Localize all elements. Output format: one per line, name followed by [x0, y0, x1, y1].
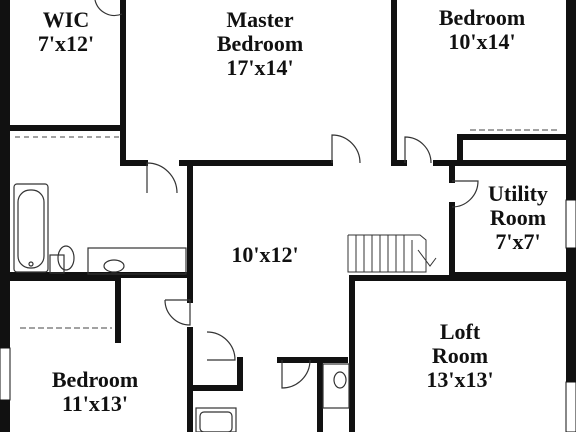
sink: [103, 259, 125, 273]
doors: [94, 0, 479, 389]
wic-name: WIC: [42, 7, 90, 32]
wic-size: 7'x12': [37, 31, 95, 56]
loft-size: 13'x13': [426, 367, 494, 392]
bedroom-sw-name: Bedroom: [51, 367, 139, 392]
room-label-utility-room: Utility Room 7'x7': [470, 182, 566, 254]
staircase: [347, 234, 437, 273]
utility-size: 7'x7': [495, 229, 541, 254]
windows: [0, 199, 576, 432]
sink-2: [333, 371, 347, 389]
room-label-hall: 10'x12': [210, 243, 320, 267]
loft-name-2: Room: [431, 343, 489, 368]
utility-name-1: Utility: [488, 181, 548, 206]
interior-walls: [7, 0, 569, 432]
room-label-bedroom-sw: Bedroom 11'x13': [30, 368, 160, 416]
master-name-2: Bedroom: [216, 31, 304, 56]
bath-fixtures: [13, 183, 350, 432]
tub-2: [195, 407, 237, 432]
hall-size: 10'x12': [231, 242, 299, 267]
room-label-bedroom-ne: Bedroom 10'x14': [412, 6, 552, 54]
vanity-2: [322, 363, 350, 409]
toilet-tank: [49, 254, 65, 274]
master-name-1: Master: [226, 7, 294, 32]
toilet-bowl: [57, 245, 75, 271]
closet-rods: [15, 129, 560, 329]
loft-name-1: Loft: [439, 319, 481, 344]
bedroom-sw-size: 11'x13': [61, 391, 128, 416]
utility-name-2: Room: [489, 205, 547, 230]
bedroom-ne-size: 10'x14': [448, 29, 516, 54]
room-label-wic: WIC 7'x12': [18, 8, 114, 56]
bathtub: [13, 183, 49, 273]
vanity: [87, 247, 187, 275]
room-label-master-bedroom: Master Bedroom 17'x14': [190, 8, 330, 80]
room-label-loft-room: Loft Room 13'x13': [400, 320, 520, 392]
bedroom-ne-name: Bedroom: [438, 5, 526, 30]
master-size: 17'x14': [226, 55, 294, 80]
